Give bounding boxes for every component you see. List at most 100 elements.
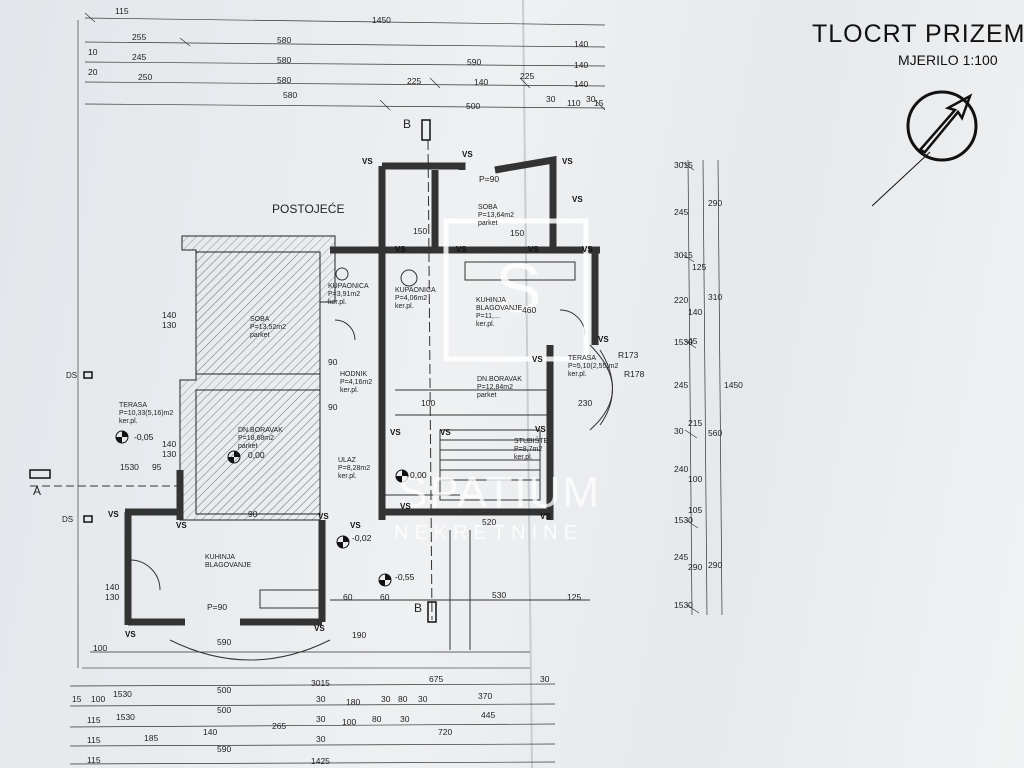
vs-marker: VS — [362, 157, 373, 166]
vs-marker: VS — [390, 428, 401, 437]
dim-right: 290 — [708, 560, 723, 570]
dim-interior: 520 — [482, 517, 497, 527]
dim-right: 1450 — [724, 380, 743, 390]
dim-top: 140 — [474, 77, 489, 87]
dim-right: 1530 — [674, 515, 693, 525]
section-markers — [29, 119, 437, 623]
dim-right: 3015 — [674, 160, 693, 170]
dim-interior: 90 — [328, 402, 338, 412]
elevation-living: 0,00 — [248, 450, 265, 460]
radius-r173: R173 — [618, 350, 639, 360]
dim-right: 560 — [708, 428, 723, 438]
dim-interior: 460 — [522, 305, 537, 315]
dim-top: 115 — [115, 6, 129, 16]
dim-right: 245 — [674, 552, 689, 562]
vs-marker: VS — [318, 512, 329, 521]
dim-bottom: 80 — [372, 714, 382, 724]
dim-bottom: 1530 — [113, 689, 132, 699]
watermark-logo — [443, 218, 589, 362]
dim-bottom: 30 — [400, 714, 410, 724]
vs-marker: VS — [314, 624, 325, 633]
existing-label: POSTOJEĆE — [272, 202, 345, 216]
dim-right: 290 — [708, 198, 723, 208]
dim-interior: 100 — [421, 398, 436, 408]
dim-interior: 90 — [248, 509, 258, 519]
vs-marker: VS — [535, 425, 546, 434]
dim-top: 225 — [520, 71, 535, 81]
dim-top: 255 — [132, 32, 147, 42]
interior-details — [30, 139, 613, 661]
vs-marker: VS — [176, 521, 187, 530]
dim-right: 310 — [708, 292, 723, 302]
dim-bottom: 100 — [342, 717, 357, 727]
watermark-main: SPATIUM — [398, 468, 602, 517]
dim-right: 100 — [688, 474, 703, 484]
paper-fold — [522, 0, 533, 768]
section-a: A — [33, 484, 42, 498]
dim-top: 580 — [277, 55, 292, 65]
elevation-terrace: -0,05 — [134, 432, 154, 442]
dim-top: 580 — [277, 75, 292, 85]
dim-top: 250 — [138, 72, 153, 82]
dim-right: 3015 — [674, 250, 693, 260]
new-walls — [124, 155, 600, 626]
bottom-dimension-lines — [69, 651, 556, 765]
dim-top: 15 — [594, 98, 604, 108]
dim-bottom: 30 — [316, 734, 326, 744]
dim-top: 30 — [586, 94, 596, 104]
dim-right: 1530 — [674, 337, 693, 347]
dim-top: 225 — [407, 76, 422, 86]
plan-title: TLOCRT PRIZEM — [812, 20, 1024, 48]
dim-bottom: 30 — [381, 694, 391, 704]
dim-bottom: 100 — [91, 694, 106, 704]
dim-bottom: 30 — [316, 694, 326, 704]
dim-right: 215 — [688, 418, 703, 428]
dim-right: 105 — [688, 505, 703, 515]
ds-marker-1: DS — [66, 371, 78, 380]
dim-bottom: 15 — [72, 694, 82, 704]
dim-interior: 150 — [413, 226, 428, 236]
dim-top: 140 — [574, 60, 589, 70]
ds-marker-2: DS — [62, 515, 74, 524]
dim-bottom: 1530 — [116, 712, 135, 722]
dim-right: 45 — [688, 336, 698, 346]
dim-interior: 60 — [380, 592, 390, 602]
vs-marker: VS — [582, 245, 593, 254]
dim-bottom: 500 — [217, 685, 232, 695]
dim-top: 245 — [132, 52, 147, 62]
dim-terrace: 95 — [152, 462, 162, 472]
dim-bottom: 115 — [87, 715, 101, 725]
dim-bottom: 140 — [203, 727, 218, 737]
dim-interior: P=90 — [479, 174, 500, 184]
dim-bottom: 115 — [87, 755, 101, 765]
vs-marker: VS — [528, 245, 539, 254]
dim-left-wall: 140 — [105, 582, 120, 592]
dim-bottom: 590 — [217, 744, 232, 754]
dim-bottom: 720 — [438, 727, 453, 737]
dim-right: 245 — [674, 207, 689, 217]
dim-top: 580 — [283, 90, 298, 100]
dim-bottom: 100 — [93, 643, 108, 653]
vs-marker: VS — [562, 157, 573, 166]
dim-left-wall: 140 — [162, 439, 177, 449]
dim-right: 220 — [674, 295, 689, 305]
dim-bottom: 185 — [144, 733, 159, 743]
vs-marker: VS — [400, 502, 411, 511]
vs-marker: VS — [456, 245, 467, 254]
elevation-markers — [115, 430, 409, 587]
dim-interior: P=90 — [207, 602, 228, 612]
plan-scale: MJERILO 1:100 — [898, 52, 998, 68]
dim-bottom: 445 — [481, 710, 496, 720]
dim-right: 140 — [688, 307, 703, 317]
dim-top: 590 — [467, 57, 482, 67]
dim-interior: 230 — [578, 398, 593, 408]
vs-marker: VS — [540, 512, 551, 521]
elevation-outside: -0,55 — [395, 572, 415, 582]
